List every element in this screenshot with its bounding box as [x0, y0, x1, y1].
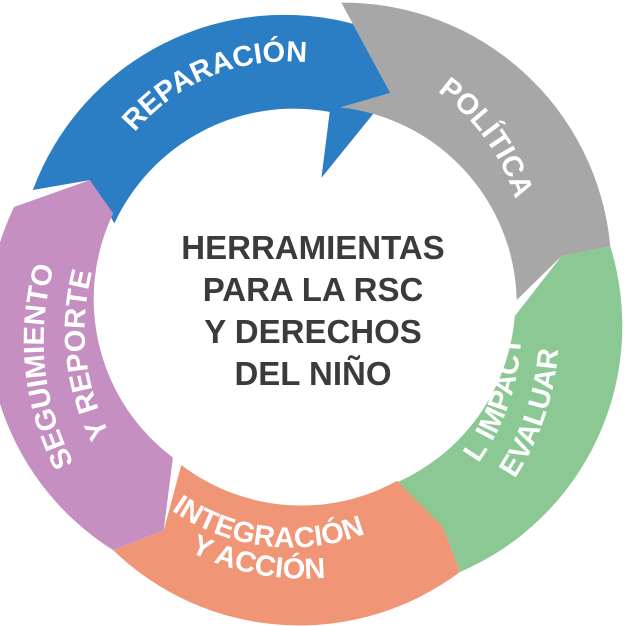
segment-seguimiento [0, 180, 173, 551]
segment-evaluar [386, 246, 623, 572]
center-title-line-4: DEL NIÑO [234, 355, 392, 392]
segment-politica [340, 2, 611, 300]
segment-integracion [113, 465, 460, 626]
center-title: HERRAMIENTAS PARA LA RSC Y DERECHOS DEL … [143, 227, 483, 395]
center-title-line-2: PARA LA RSC [202, 271, 424, 308]
center-title-line-3: Y DERECHOS [204, 313, 422, 350]
center-title-line-1: HERRAMIENTAS [181, 229, 445, 266]
segment-reparacion [32, 2, 391, 224]
